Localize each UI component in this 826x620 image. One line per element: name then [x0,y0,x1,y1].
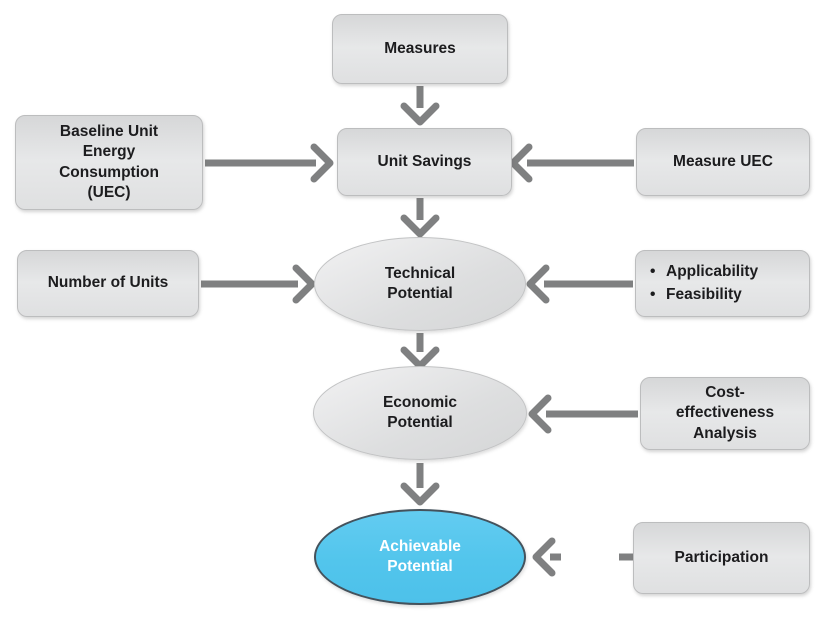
node-applicability-feasibility: Applicability Feasibility [635,250,810,317]
node-baseline-uec-label: Baseline Unit Energy Consumption (UEC) [59,122,159,201]
node-number-of-units-label: Number of Units [47,274,169,292]
node-measures-label: Measures [384,39,456,57]
node-achievable-potential: Achievable Potential [314,509,526,605]
node-participation-label: Participation [674,548,769,566]
node-baseline-uec: Baseline Unit Energy Consumption (UEC) [15,115,203,210]
node-cost-effectiveness-analysis: Cost- effectiveness Analysis [640,377,810,450]
node-number-of-units: Number of Units [17,250,199,317]
node-technical-potential: Technical Potential [314,237,526,331]
bullet-label-applicability: Applicability [666,263,759,281]
node-unit-savings: Unit Savings [337,128,512,196]
bullet-label-feasibility: Feasibility [666,285,742,303]
node-technical-potential-label: Technical Potential [384,264,456,302]
node-economic-potential-label: Economic Potential [382,393,458,431]
bullet-icon [650,262,666,282]
node-cost-effectiveness-label: Cost- effectiveness Analysis [675,383,775,442]
node-achievable-potential-label: Achievable Potential [379,537,461,575]
bullet-item-applicability: Applicability [650,262,758,282]
node-economic-potential: Economic Potential [313,366,527,460]
node-measure-uec-label: Measure UEC [673,152,773,170]
node-participation: Participation [633,522,810,594]
node-measures: Measures [332,14,508,84]
bullet-icon [650,285,666,305]
node-unit-savings-label: Unit Savings [377,152,472,170]
bullet-list: Applicability Feasibility [650,262,758,305]
node-measure-uec: Measure UEC [636,128,810,196]
bullet-item-feasibility: Feasibility [650,285,758,305]
